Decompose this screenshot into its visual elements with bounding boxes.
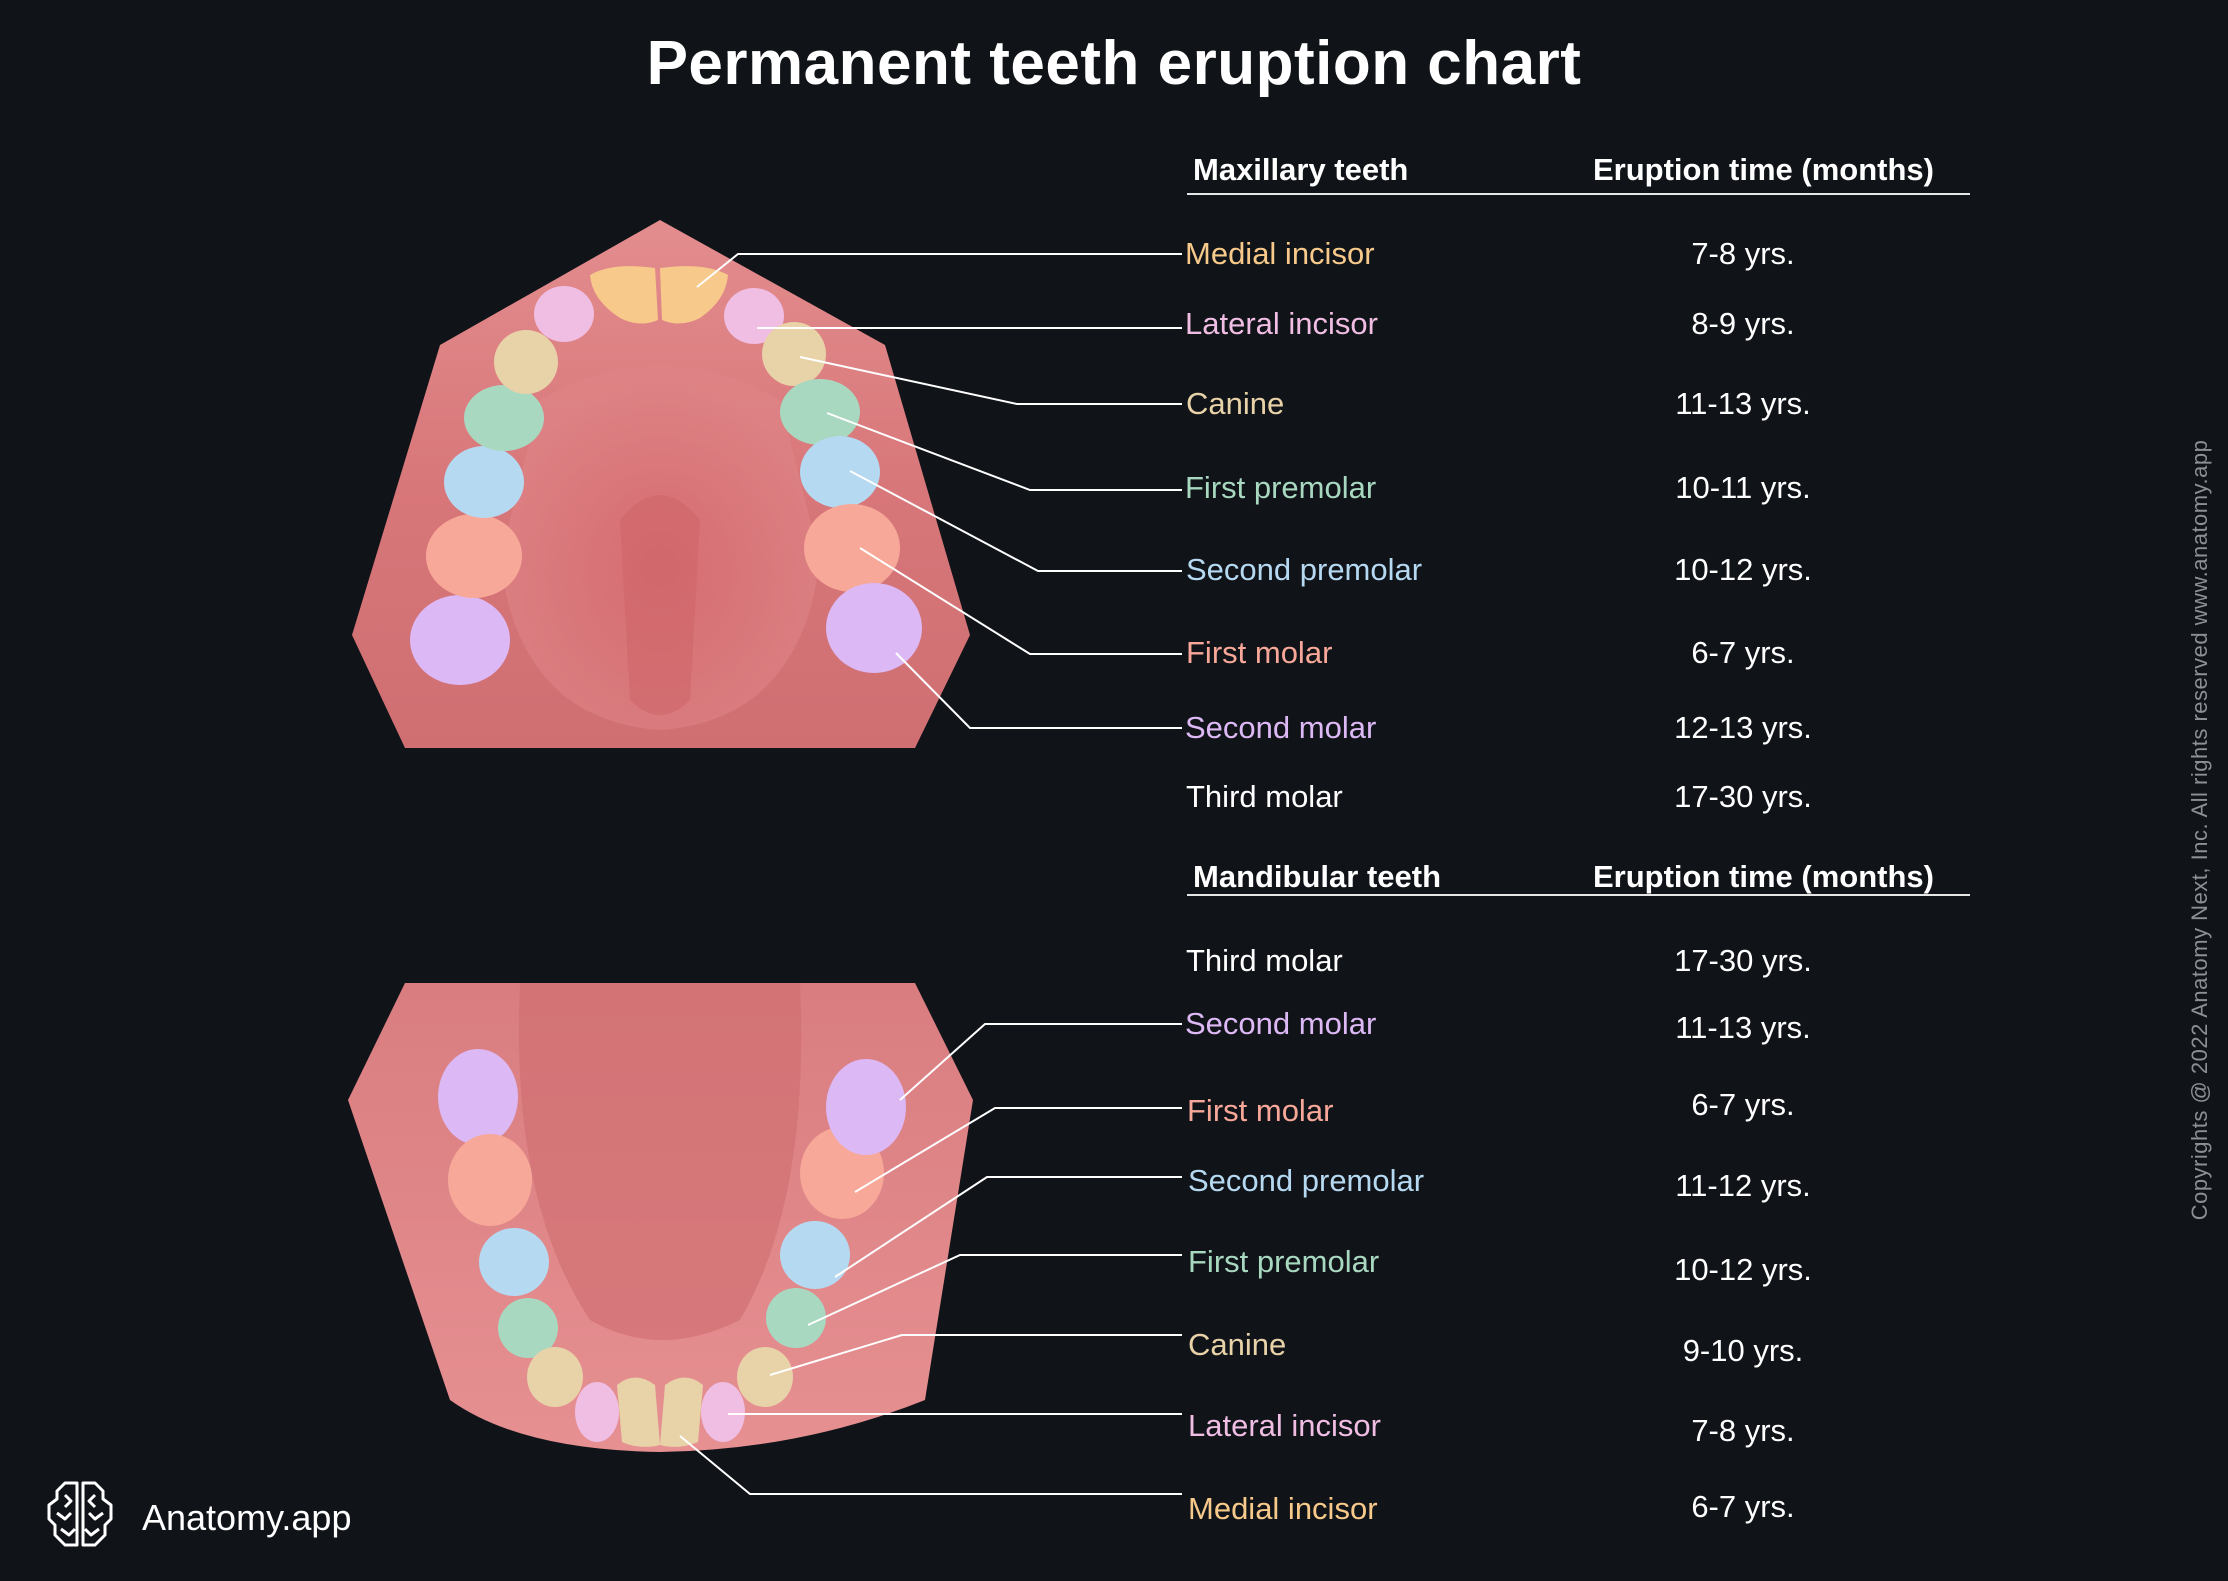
maxillary-header-time: Eruption time (months) (1593, 152, 1934, 187)
maxillary-leader-lines (696, 253, 1182, 729)
maxillary-header-teeth: Maxillary teeth (1193, 152, 1409, 187)
maxillary-label-medial-incisor: Medial incisor (1185, 236, 1375, 271)
maxillary-label-first-molar: First molar (1186, 635, 1333, 670)
maxillary-value-first-premolar: 10-11 yrs. (1675, 470, 1811, 505)
mandibular-label-medial-incisor: Medial incisor (1188, 1491, 1378, 1526)
mandibular-value-third-molar: 17-30 yrs. (1674, 943, 1812, 978)
maxillary-label-lateral-incisor: Lateral incisor (1185, 306, 1378, 341)
copyright-notice: Copyrights @ 2022 Anatomy Next, Inc. All… (2187, 439, 2212, 1221)
maxillary-jaw (352, 220, 970, 748)
maxillary-value-canine: 11-13 yrs. (1675, 386, 1811, 421)
mandibular-value-lateral-incisor: 7-8 yrs. (1691, 1413, 1795, 1448)
maxillary-value-medial-incisor: 7-8 yrs. (1691, 236, 1795, 271)
maxillary-label-second-molar: Second molar (1185, 710, 1377, 745)
mandibular-label-first-molar: First molar (1187, 1093, 1334, 1128)
mandibular-label-lateral-incisor: Lateral incisor (1188, 1408, 1381, 1443)
mandibular-value-second-premolar: 11-12 yrs. (1675, 1168, 1811, 1203)
maxillary-value-lateral-incisor: 8-9 yrs. (1691, 306, 1795, 341)
brain-icon (40, 1475, 120, 1560)
brand-logo: Anatomy.app (40, 1475, 351, 1560)
maxillary-label-third-molar: Third molar (1186, 779, 1343, 814)
mandibular-value-medial-incisor: 6-7 yrs. (1691, 1489, 1795, 1524)
mandibular-label-second-molar: Second molar (1185, 1006, 1377, 1041)
mandibular-label-canine: Canine (1188, 1327, 1287, 1362)
maxillary-label-first-premolar: First premolar (1185, 470, 1377, 505)
mandibular-label-first-premolar: First premolar (1188, 1244, 1380, 1279)
mandibular-header-teeth: Mandibular teeth (1193, 859, 1442, 894)
maxillary-header-divider (1187, 193, 1970, 195)
mandibular-leader-lines (679, 1023, 1182, 1495)
mandibular-value-first-premolar: 10-12 yrs. (1674, 1252, 1812, 1287)
maxillary-value-second-premolar: 10-12 yrs. (1674, 552, 1812, 587)
mandibular-header-time: Eruption time (months) (1593, 859, 1934, 894)
maxillary-value-third-molar: 17-30 yrs. (1674, 779, 1812, 814)
mandibular-value-canine: 9-10 yrs. (1682, 1333, 1804, 1368)
page-title: Permanent teeth eruption chart (646, 29, 1582, 98)
mandibular-value-second-molar: 11-13 yrs. (1675, 1010, 1811, 1045)
maxillary-label-second-premolar: Second premolar (1186, 552, 1423, 587)
mandibular-header-divider (1187, 894, 1970, 896)
brand-name: Anatomy.app (142, 1496, 352, 1538)
mandibular-value-first-molar: 6-7 yrs. (1691, 1087, 1795, 1122)
maxillary-label-canine: Canine (1186, 386, 1285, 421)
maxillary-value-first-molar: 6-7 yrs. (1691, 635, 1795, 670)
mandibular-label-third-molar: Third molar (1186, 943, 1343, 978)
mandibular-jaw (348, 983, 973, 1452)
maxillary-value-second-molar: 12-13 yrs. (1674, 710, 1812, 745)
mandibular-label-second-premolar: Second premolar (1188, 1163, 1425, 1198)
